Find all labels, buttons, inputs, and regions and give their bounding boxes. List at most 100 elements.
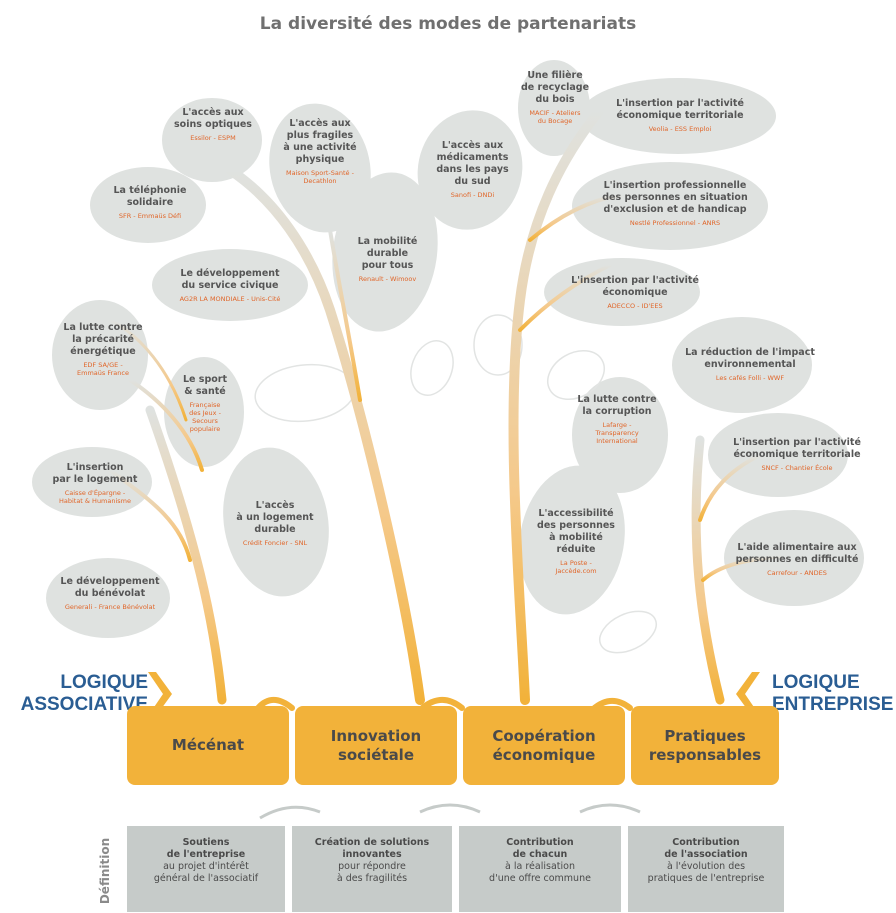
leaf-insertion-professionnelle: L'insertion professionnelle des personne… xyxy=(585,180,765,227)
leaf-partners: Maison Sport-Santé - Decathlon xyxy=(286,169,354,185)
mode-innovation-societale: Innovation sociétale xyxy=(295,706,457,785)
leaf-title: L'insertion par l'activité économique te… xyxy=(616,98,744,121)
leaf-impact-environnemental: La réduction de l'impact environnemental… xyxy=(680,347,820,382)
leaf-shape xyxy=(90,167,206,243)
definition-pratiques: Contribution de l'association à l'évolut… xyxy=(628,826,784,912)
leaf-partners: Renault - Wimoov xyxy=(358,275,417,283)
mode-label: Coopération économique xyxy=(492,726,596,764)
leaf-shape xyxy=(519,465,625,615)
page-title: La diversité des modes de partenariats xyxy=(259,14,637,34)
leaf-partners: Generali - France Bénévolat xyxy=(64,603,156,611)
leaf-shape xyxy=(162,98,262,182)
leaf-title: La lutte contre la corruption xyxy=(577,394,657,417)
definition-text: pour répondre à des fragilités xyxy=(336,861,408,884)
leaf-recyclage-bois: Une filière de recyclage du bois MACIF -… xyxy=(518,70,592,125)
leaf-accessibilite-mobilite: L'accessibilité des personnes à mobilité… xyxy=(526,508,626,575)
definition-bold: Soutiens de l'entreprise xyxy=(166,837,246,860)
leaf-shapes xyxy=(32,60,864,638)
leaf-partners: La Poste - Jaccède.com xyxy=(555,559,597,575)
leaf-service-civique: Le développement du service civique AG2R… xyxy=(160,268,300,303)
leaf-telephonie-solidaire: La téléphonie solidaire SFR - Emmaüs Déf… xyxy=(100,185,200,220)
leaf-partners: Veolia - ESS Emploi xyxy=(648,125,712,133)
leaf-title: L'aide alimentaire aux personnes en diff… xyxy=(735,542,859,565)
leaf-shape xyxy=(544,258,700,326)
leaf-partners: MACIF - Ateliers du Bocage xyxy=(529,109,581,125)
leaf-partners: Nestlé Professionnel - ANRS xyxy=(629,219,721,227)
definition-arcs xyxy=(259,803,641,820)
leaf-shape xyxy=(332,172,438,332)
leaf-shape xyxy=(724,510,864,606)
leaf-title: L'accès aux soins optiques xyxy=(174,107,252,130)
definition-text: à l'évolution des pratiques de l'entrepr… xyxy=(647,861,765,884)
leaf-shape xyxy=(672,317,812,413)
empty-leaf-outlines xyxy=(254,314,657,654)
tree-trunks xyxy=(108,105,782,705)
leaf-title: L'insertion par l'activité économique xyxy=(571,275,699,298)
leaf-shape xyxy=(32,447,152,517)
leaf-insertion-territoriale-2: L'insertion par l'activité économique te… xyxy=(722,437,872,472)
definition-text: à la réalisation d'une offre commune xyxy=(489,861,591,884)
definition-cooperation: Contribution de chacun à la réalisation … xyxy=(459,826,621,912)
leaf-precarite-energetique: La lutte contre la précarité énergétique… xyxy=(58,322,148,377)
leaf-shape xyxy=(518,60,590,156)
leaf-title: La lutte contre la précarité énergétique xyxy=(63,322,143,357)
leaf-shape xyxy=(580,78,776,154)
leaf-partners: EDF SA/GE - Emmaüs France xyxy=(77,361,129,377)
leaf-partners: ADECCO - ID'EES xyxy=(607,302,663,310)
mode-mecenat: Mécénat xyxy=(127,706,289,785)
leaf-insertion-logement: L'insertion par le logement Caisse d'Épa… xyxy=(40,462,150,505)
definition-mecenat: Soutiens de l'entreprise au projet d'int… xyxy=(127,826,285,912)
leaf-corruption: La lutte contre la corruption Lafarge - … xyxy=(572,394,662,445)
leaf-insertion-economique: L'insertion par l'activité économique AD… xyxy=(560,275,710,310)
leaf-shape xyxy=(164,357,244,467)
leaf-partners: Lafarge - Transparency International xyxy=(595,421,639,445)
definition-text: au projet d'intérêt général de l'associa… xyxy=(153,861,259,884)
leaf-title: L'insertion par le logement xyxy=(52,462,138,485)
leaf-title: L'accès aux médicaments dans les pays du… xyxy=(436,140,509,187)
definition-bold: Contribution de chacun xyxy=(506,837,574,860)
leaf-aide-alimentaire: L'aide alimentaire aux personnes en diff… xyxy=(722,542,872,577)
leaf-shape xyxy=(708,413,848,497)
leaf-soins-optiques: L'accès aux soins optiques Essilor - ESP… xyxy=(168,107,258,142)
logic-entreprise-label: LOGIQUE ENTREPRISE xyxy=(772,672,894,715)
logic-associative-label: LOGIQUE ASSOCIATIVE xyxy=(20,672,148,715)
leaf-title: L'accès aux plus fragiles à une activité… xyxy=(283,118,357,165)
mode-label: Pratiques responsables xyxy=(648,726,762,764)
leaf-partners: SNCF - Chantier École xyxy=(761,464,833,472)
definition-bold: Contribution de l'association xyxy=(664,837,748,860)
leaf-insertion-territoriale-1: L'insertion par l'activité économique te… xyxy=(600,98,760,133)
leaf-title: La téléphonie solidaire xyxy=(113,185,187,208)
leaf-activite-physique: L'accès aux plus fragiles à une activité… xyxy=(275,118,365,185)
leaf-shape xyxy=(572,162,768,250)
mode-cooperation-economique: Coopération économique xyxy=(463,706,625,785)
leaf-partners: Française des Jeux - Secours populaire xyxy=(189,401,221,433)
leaf-title: L'insertion par l'activité économique te… xyxy=(733,437,861,460)
leaf-partners: Essilor - ESPM xyxy=(190,134,236,142)
leaf-logement-durable: L'accès à un logement durable Crédit Fon… xyxy=(225,500,325,547)
leaf-title: Le développement du service civique xyxy=(180,268,280,291)
leaf-partners: AG2R LA MONDIALE - Unis-Cité xyxy=(179,295,281,303)
leaf-title: Le développement du bénévolat xyxy=(60,576,160,599)
leaf-title: La réduction de l'impact environnemental xyxy=(685,347,815,370)
leaf-partners: Les cafés Folli - WWF xyxy=(715,374,785,382)
leaf-partners: SFR - Emmaüs Défi xyxy=(118,212,182,220)
leaf-title: L'accès à un logement durable xyxy=(236,500,314,535)
definition-label: Définition xyxy=(95,829,115,913)
leaf-partners: Carrefour - ANDES xyxy=(767,569,827,577)
leaf-shape xyxy=(269,103,371,233)
leaf-partners: Caisse d'Épargne - Habitat & Humanisme xyxy=(58,489,132,505)
mode-label: Innovation sociétale xyxy=(330,726,422,764)
leaf-benevolat: Le développement du bénévolat Generali -… xyxy=(50,576,170,611)
leaf-title: Une filière de recyclage du bois xyxy=(520,70,590,105)
mode-label: Mécénat xyxy=(171,736,245,754)
leaf-mobilite-durable: La mobilité durable pour tous Renault - … xyxy=(345,236,430,283)
leaf-shape xyxy=(417,110,523,230)
leaf-title: Le sport & santé xyxy=(182,374,227,397)
leaf-partners: Crédit Foncier - SNL xyxy=(242,539,308,547)
definition-label-text: Définition xyxy=(98,837,112,905)
leaf-shape xyxy=(223,447,329,597)
leaf-shape xyxy=(152,249,308,321)
leaf-shape xyxy=(572,377,668,493)
leaf-title: L'accessibilité des personnes à mobilité… xyxy=(537,508,615,555)
